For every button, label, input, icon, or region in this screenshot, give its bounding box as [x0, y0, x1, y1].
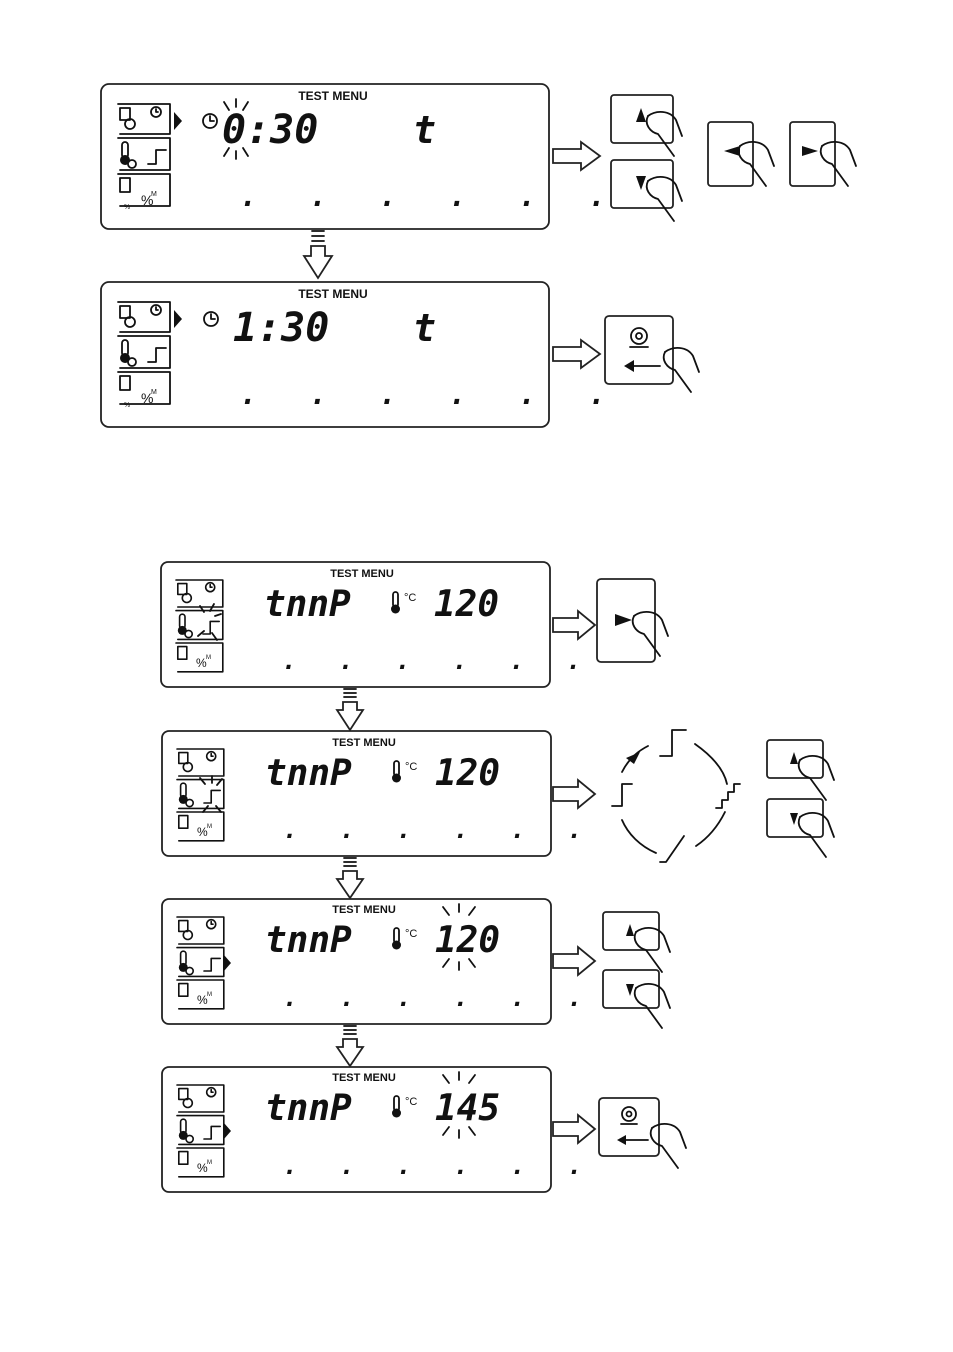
temp-unit: °C — [404, 592, 416, 604]
flow-arrow-right-icon — [553, 780, 595, 808]
key-up-button[interactable] — [767, 740, 834, 800]
scale-sub: % — [124, 402, 130, 409]
dots-row: . . . . . . — [283, 984, 596, 1012]
mode-value: tnnP — [265, 920, 352, 961]
key-enter-button[interactable] — [599, 1098, 686, 1168]
time-value: 1:30 — [233, 305, 329, 351]
mode-value: tnnP — [265, 1088, 352, 1129]
dots-row: . . . . . . — [283, 816, 596, 844]
key-right-button[interactable] — [790, 122, 856, 186]
percent-sup: M — [151, 389, 157, 396]
percent-sup: M — [207, 824, 212, 830]
temp-value: 120 — [434, 584, 499, 625]
flow-arrow-down-icon — [304, 231, 332, 278]
key-enter-button[interactable] — [605, 316, 699, 392]
mode-value: tnnP — [265, 753, 352, 794]
screen-title: TEST MENU — [330, 568, 394, 580]
flow-arrow-right-icon — [553, 340, 600, 368]
percent-sup: M — [151, 191, 157, 198]
temp-value: 145 — [435, 1088, 500, 1129]
percent-sup: M — [207, 992, 212, 998]
flow-arrow-down-icon — [337, 858, 363, 898]
flow-arrow-right-icon — [553, 142, 600, 170]
temp-value: 120 — [435, 753, 500, 794]
screen-title: TEST MENU — [298, 89, 367, 103]
key-up-button[interactable] — [611, 95, 682, 156]
display-screen-3: TEST MENU % M tnnP °C 120 . . . . . . — [161, 562, 595, 687]
time-unit: t — [413, 108, 436, 152]
key-down-button[interactable] — [603, 970, 670, 1028]
key-right-button[interactable] — [597, 579, 668, 662]
scale-sub: % — [124, 204, 130, 211]
screen-title: TEST MENU — [332, 1072, 396, 1084]
time-unit: t — [413, 306, 436, 350]
temp-value: 120 — [435, 920, 500, 961]
temp-unit: °C — [405, 928, 417, 940]
dots-row: . . . . . . — [240, 180, 623, 213]
screen-title: TEST MENU — [298, 287, 367, 301]
display-screen-5: TEST MENU % M tnnP °C 120 . . . . . . — [162, 899, 596, 1024]
stair-profile-icon — [716, 784, 740, 808]
step-profile-icon — [612, 784, 632, 806]
percent-sup: M — [207, 1160, 212, 1166]
dots-row: . . . . . . — [282, 647, 595, 675]
flow-arrow-right-icon — [553, 611, 595, 639]
display-screen-1: TEST MENU % M % 0:30 t . . . . . . — [101, 84, 623, 229]
temp-unit: °C — [405, 1096, 417, 1108]
profile-cycle-diagram — [612, 730, 740, 862]
key-up-button[interactable] — [603, 912, 670, 972]
screen-title: TEST MENU — [332, 904, 396, 916]
flow-arrow-right-icon — [553, 1115, 595, 1143]
dots-row: . . . . . . — [240, 378, 623, 411]
display-screen-4: TEST MENU % M tnnP °C 120 . . . . . . — [162, 731, 596, 856]
flow-arrow-down-icon — [337, 1026, 363, 1066]
percent-sup: M — [206, 655, 211, 661]
key-down-button[interactable] — [767, 799, 834, 857]
time-value: 0:30 — [222, 107, 318, 153]
display-screen-2: TEST MENU % M % 1:30 t . . . . . . — [101, 282, 623, 427]
dots-row: . . . . . . — [283, 1152, 596, 1180]
step-profile-icon — [660, 730, 686, 756]
screen-title: TEST MENU — [332, 737, 396, 749]
temp-unit: °C — [405, 761, 417, 773]
flow-arrow-down-icon — [337, 689, 363, 730]
ramp-profile-icon — [660, 836, 684, 862]
flow-arrow-right-icon — [553, 947, 595, 975]
display-screen-6: TEST MENU % M tnnP °C 145 . . . . . . — [162, 1067, 596, 1192]
key-left-button[interactable] — [708, 122, 774, 186]
mode-value: tnnP — [264, 584, 351, 625]
